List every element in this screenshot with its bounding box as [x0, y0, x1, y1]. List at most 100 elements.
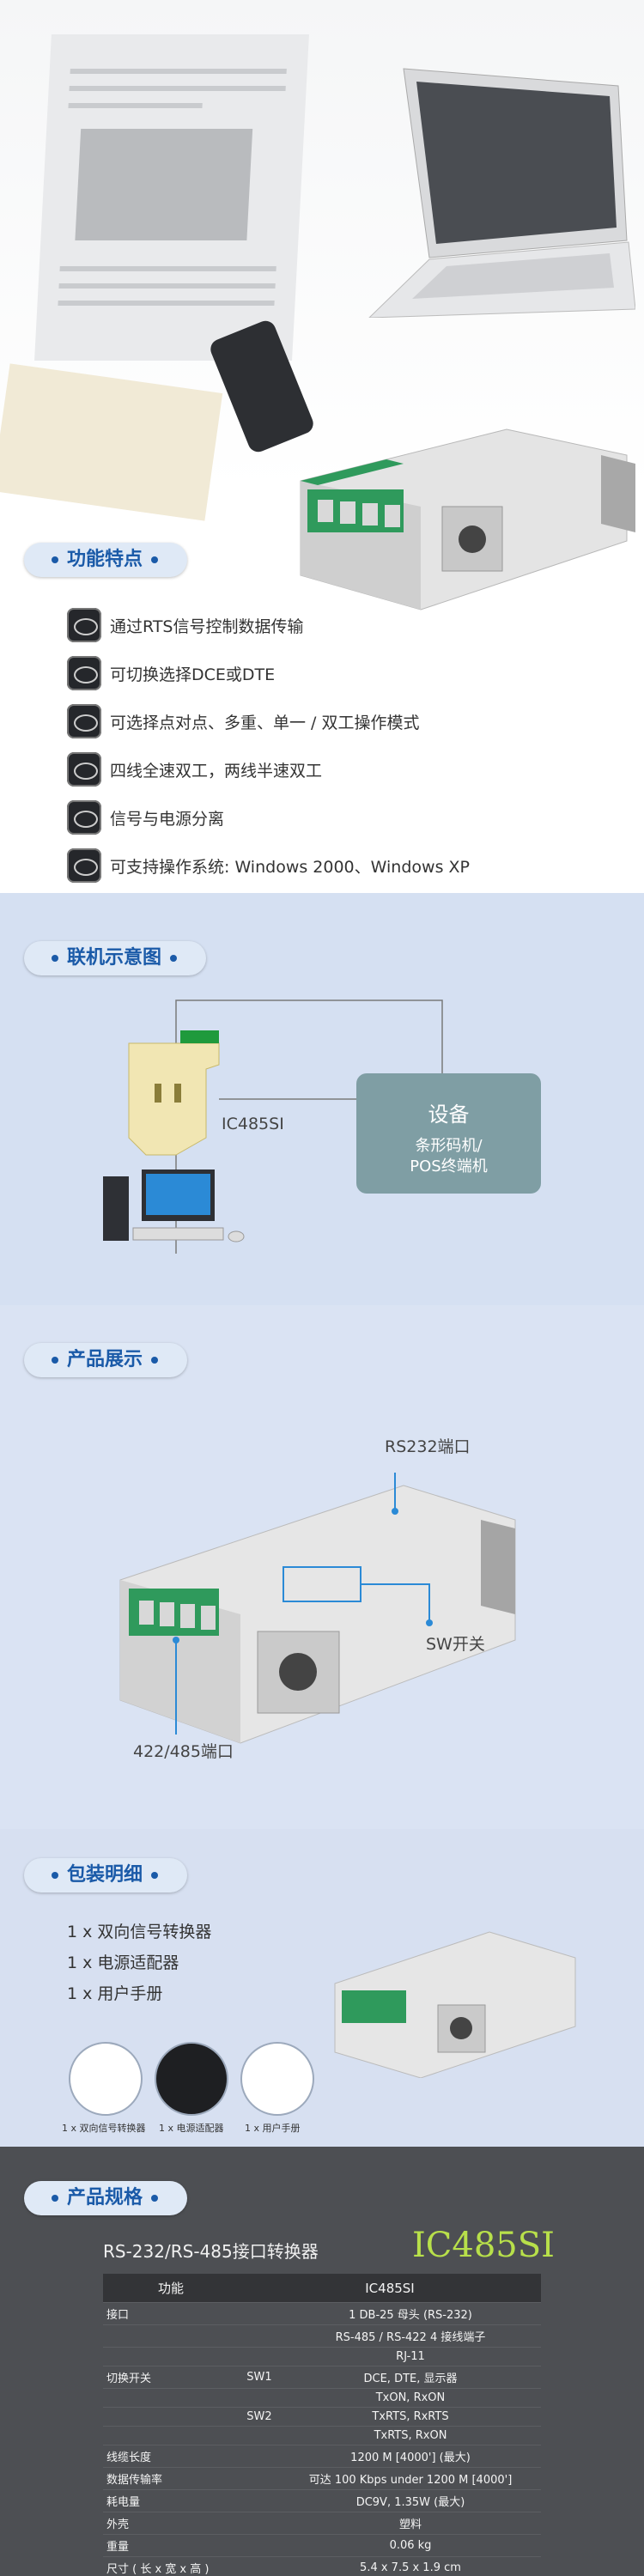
spec-row: 重量 0.06 kg — [103, 2534, 541, 2557]
spec-value: 0.06 kg — [280, 2534, 541, 2557]
spec-value: 1200 M [4000'] (最大) — [280, 2445, 541, 2468]
spec-key — [103, 2407, 239, 2427]
spec-sub — [239, 2324, 280, 2348]
spec-row: 尺寸 ( 长 x 宽 x 高 )5.4 x 7.5 x 1.9 cm — [103, 2556, 541, 2576]
spec-title: RS-232/RS-485接口转换器 — [103, 2241, 319, 2262]
adapter-thumb — [155, 2042, 228, 2116]
sw-switch-label: SW开关 — [426, 1635, 485, 1654]
spec-key: 耗电量 — [103, 2489, 239, 2512]
cable-coil-icon — [67, 608, 101, 642]
spec-sub — [239, 2489, 280, 2512]
feature-item: 可选择点对点、多重、单一 / 双工操作模式 — [67, 697, 470, 745]
manual-thumb — [240, 2042, 314, 2116]
spec-section: 产品规格 RS-232/RS-485接口转换器 IC485SI 功能 IC485… — [0, 2147, 644, 2576]
spec-row: RS-485 / RS-422 4 接线端子 — [103, 2324, 541, 2348]
spec-value: RS-485 / RS-422 4 接线端子 — [280, 2324, 541, 2348]
spec-sub — [239, 2347, 280, 2366]
connection-section: 联机示意图 IC485SI 设备 条形码机/ POS终端机 — [0, 893, 644, 1305]
spec-key: 重量 — [103, 2534, 239, 2557]
spec-sub — [239, 2388, 280, 2408]
spec-key: 切换开关 — [103, 2366, 239, 2389]
feature-list: 通过RTS信号控制数据传输 可切换选择DCE或DTE 可选择点对点、多重、单一 … — [67, 601, 470, 890]
spec-row: 数据传输率 可达 100 Kbps under 1200 M [4000'] — [103, 2467, 541, 2490]
spec-sub — [239, 2512, 280, 2535]
spec-sub — [239, 2426, 280, 2445]
spec-row: TxRTS, RxON — [103, 2426, 541, 2445]
spec-value: RJ-11 — [280, 2347, 541, 2366]
feature-item: 信号与电源分离 — [67, 793, 470, 841]
port485-label: 422/485端口 — [133, 1742, 234, 1761]
converter-thumb — [69, 2042, 143, 2116]
spec-row: 耗电量 DC9V, 1.35W (最大) — [103, 2489, 541, 2512]
spec-sub — [239, 2467, 280, 2490]
spec-key: 外壳 — [103, 2512, 239, 2535]
cable-coil-icon — [67, 656, 101, 690]
connection-tag: 联机示意图 — [24, 941, 207, 975]
notebook-image — [0, 363, 223, 521]
spec-tag: 产品规格 — [24, 2181, 188, 2215]
spec-value: TxRTS, RxRTS — [280, 2407, 541, 2427]
spec-sub — [239, 2556, 280, 2576]
spec-sub: SW1 — [239, 2366, 280, 2389]
spec-table-head: 功能 IC485SI — [103, 2274, 541, 2303]
thumb-label: 1 x 双向信号转换器 — [62, 2123, 146, 2134]
feature-item: 四线全速双工，两线半速双工 — [67, 745, 470, 793]
spec-value: DCE, DTE, 显示器 — [280, 2366, 541, 2389]
feature-item: 可支持操作系统: Windows 2000、Windows XP — [67, 841, 470, 890]
adapter-label: IC485SI — [222, 1115, 284, 1133]
thumb-label: 1 x 电源适配器 — [159, 2123, 224, 2134]
spec-row: 外壳 塑料 — [103, 2512, 541, 2535]
package-list: 1 x 双向信号转换器 1 x 电源适配器 1 x 用户手册 — [67, 1917, 211, 2009]
product-image — [119, 1473, 516, 1744]
spec-value: 可达 100 Kbps under 1200 M [4000'] — [280, 2467, 541, 2490]
spec-value: 塑料 — [280, 2512, 541, 2535]
spec-table: 功能 IC485SI 接口 1 DB-25 母头 (RS-232)RS-485 /… — [103, 2274, 541, 2576]
package-item: 1 x 电源适配器 — [67, 1953, 179, 1972]
product-tag: 产品展示 — [24, 1343, 188, 1377]
spec-sub — [239, 2534, 280, 2557]
converter-hero-image — [300, 428, 635, 611]
spec-key: 接口 — [103, 2302, 239, 2325]
spec-sub: SW2 — [239, 2407, 280, 2427]
spec-value: 1 DB-25 母头 (RS-232) — [280, 2302, 541, 2325]
spec-value: TxRTS, RxON — [280, 2426, 541, 2445]
package-section: 包装明细 1 x 双向信号转换器 1 x 电源适配器 1 x 用户手册 1 x … — [0, 1829, 644, 2147]
spec-value: DC9V, 1.35W (最大) — [280, 2489, 541, 2512]
spec-sub — [239, 2445, 280, 2468]
device-box: 设备 条形码机/ POS终端机 — [356, 1073, 541, 1194]
spec-row: 接口 1 DB-25 母头 (RS-232) — [103, 2302, 541, 2325]
device-title: 设备 — [428, 1103, 470, 1127]
package-item: 1 x 用户手册 — [67, 1984, 163, 2003]
spec-row: RJ-11 — [103, 2347, 541, 2366]
rs232-port-label: RS232端口 — [385, 1437, 471, 1456]
spec-sub — [239, 2302, 280, 2325]
hero-section: 功能特点 通过RTS信号控制数据传输 可切换选择DCE或DTE 可选择点对点、多… — [0, 0, 644, 893]
package-converter-image — [334, 1931, 576, 2078]
spec-key — [103, 2388, 239, 2408]
spec-model: IC485SI — [412, 2226, 555, 2265]
plug-icon — [67, 800, 101, 835]
computer-icon — [67, 848, 101, 883]
features-tag: 功能特点 — [24, 543, 188, 577]
laptop-image — [368, 68, 635, 318]
monitor-icon — [67, 704, 101, 738]
product-section: 产品展示 RS232端口 SW开关 422/485端口 — [0, 1305, 644, 1829]
spec-key — [103, 2347, 239, 2366]
feature-item: 可切换选择DCE或DTE — [67, 649, 470, 697]
package-tag: 包装明细 — [24, 1858, 188, 1893]
spec-key — [103, 2426, 239, 2445]
spec-row: TxON, RxON — [103, 2388, 541, 2408]
package-item: 1 x 双向信号转换器 — [67, 1923, 212, 1941]
spec-key: 数据传输率 — [103, 2467, 239, 2490]
thumb-label: 1 x 用户手册 — [245, 2123, 301, 2134]
feature-item: 通过RTS信号控制数据传输 — [67, 601, 470, 649]
spec-key — [103, 2324, 239, 2348]
spec-value: TxON, RxON — [280, 2388, 541, 2408]
spec-key: 尺寸 ( 长 x 宽 x 高 ) — [103, 2556, 239, 2576]
device-line1: 条形码机/ — [415, 1137, 483, 1155]
device-line2: POS终端机 — [410, 1157, 488, 1176]
screen-icon — [67, 752, 101, 787]
